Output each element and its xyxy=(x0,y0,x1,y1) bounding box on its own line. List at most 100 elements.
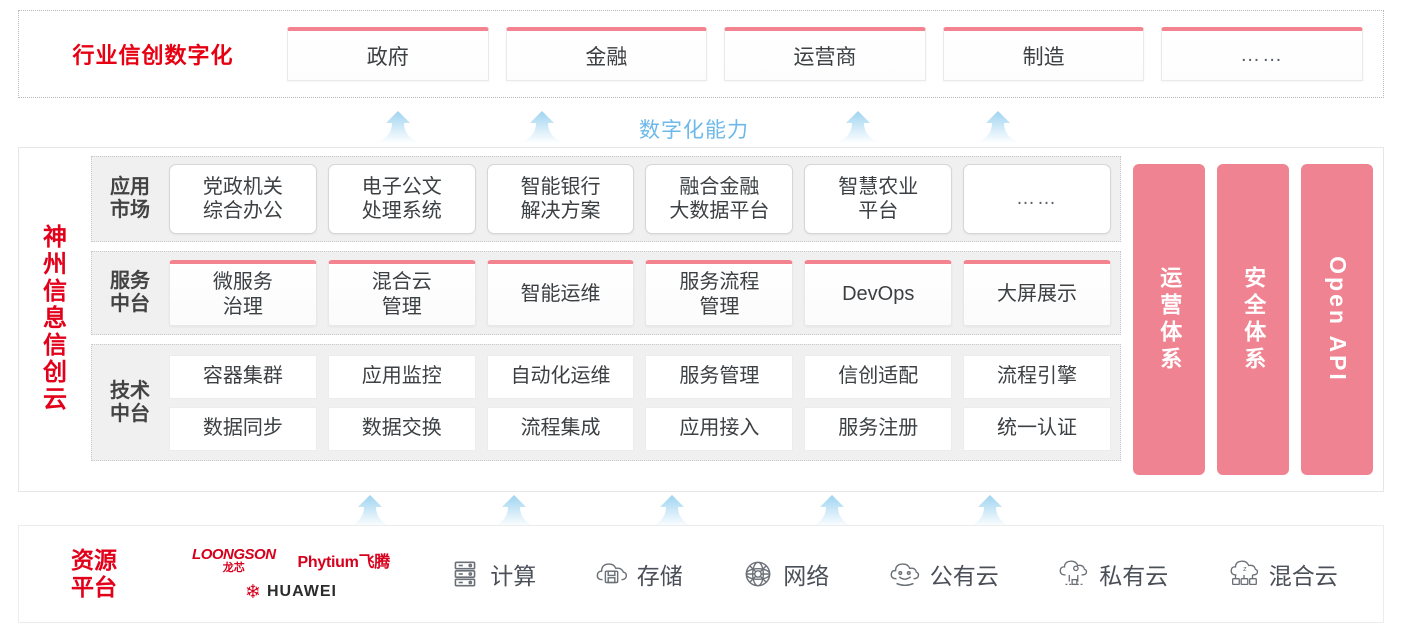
svc-cell-devops[interactable]: DevOps xyxy=(804,260,953,326)
resource-item-hybrid-cloud[interactable]: z 混合云 xyxy=(1227,557,1338,591)
resource-item-network[interactable]: 网络 xyxy=(741,557,829,591)
network-icon xyxy=(741,557,775,591)
resource-arrow-2 xyxy=(492,494,536,528)
loongson-logo: LOONGSON 龙芯 xyxy=(192,547,276,574)
resource-item-storage-label: 存储 xyxy=(636,563,683,589)
tech-cell-container-cluster[interactable]: 容器集群 xyxy=(169,354,317,399)
app-cell-more[interactable]: …… xyxy=(963,164,1111,234)
tech-cell-automated-operations[interactable]: 自动化运维 xyxy=(486,354,635,399)
phytium-logo: Phytium飞腾 xyxy=(297,554,391,571)
tier-label-line-1: 技术 xyxy=(110,379,150,402)
private-cloud-icon xyxy=(1057,557,1091,591)
app-cell-finance-bigdata-platform[interactable]: 融合金融 大数据平台 xyxy=(645,164,794,234)
cloud-main-area: 应用 市场 党政机关 综合办公 电子公文 处理系统 智能银行 解决方案 融合金融… xyxy=(91,148,1383,491)
huawei-flower-icon: ❄ xyxy=(245,581,261,603)
application-market-cells: 党政机关 综合办公 电子公文 处理系统 智能银行 解决方案 融合金融 大数据平台… xyxy=(169,164,1111,234)
tech-cell-data-synchronization[interactable]: 数据同步 xyxy=(169,406,317,451)
industry-card-more[interactable]: …… xyxy=(1161,27,1363,81)
resource-platform-container: 资源 平台 LOONGSON 龙芯 Phytium飞腾 ❄ HUAWEI xyxy=(18,525,1384,623)
huawei-logo: ❄ HUAWEI xyxy=(245,583,337,602)
resource-arrow-1 xyxy=(348,494,392,528)
tier-service-platform: 服务 中台 微服务 治理 混合云 管理 智能运维 服务流程 管理 DevOps … xyxy=(91,251,1121,335)
service-platform-cells: 微服务 治理 混合云 管理 智能运维 服务流程 管理 DevOps 大屏展示 xyxy=(169,260,1111,326)
vendor-logo-row-1: LOONGSON 龙芯 Phytium飞腾 xyxy=(192,547,390,574)
resource-arrow-5 xyxy=(968,494,1012,528)
tech-cell-data-exchange[interactable]: 数据交换 xyxy=(327,406,476,451)
public-cloud-icon xyxy=(888,557,922,591)
cloud-platform-title: 神 州 信 息 信 创 云 xyxy=(19,148,91,491)
cloud-title-char-1: 神 xyxy=(43,224,67,252)
cloud-title-char-6: 创 xyxy=(43,358,67,386)
huawei-logo-text: HUAWEI xyxy=(266,583,337,600)
capability-arrow-2 xyxy=(520,110,564,144)
industry-card-operator[interactable]: 运营商 xyxy=(724,27,926,81)
cloud-storage-icon xyxy=(595,557,629,591)
capability-arrow-4 xyxy=(976,110,1020,144)
tier-label-line-1: 服务 xyxy=(110,270,150,292)
industry-card-government[interactable]: 政府 xyxy=(287,27,489,81)
pillar-security-label: 安全体系 xyxy=(1241,265,1267,374)
svc-cell-service-process-management[interactable]: 服务流程 管理 xyxy=(645,260,794,326)
resource-title-line-2: 平台 xyxy=(71,574,117,600)
app-cell-electronic-document-system[interactable]: 电子公文 处理系统 xyxy=(327,164,476,234)
tech-cell-service-management[interactable]: 服务管理 xyxy=(645,354,794,399)
tier-label-line-2: 市场 xyxy=(110,199,150,221)
svc-cell-large-screen-display[interactable]: 大屏展示 xyxy=(963,260,1111,326)
resource-item-public-cloud[interactable]: 公有云 xyxy=(888,557,999,591)
resource-title-line-1: 资源 xyxy=(71,547,117,574)
server-icon xyxy=(448,557,482,591)
cloud-platform-container: 神 州 信 息 信 创 云 应用 市场 党政机关 综合办公 电子公文 处理系统 xyxy=(18,147,1384,492)
tech-cell-xinchuang-adaptation[interactable]: 信创适配 xyxy=(804,354,953,399)
tech-cell-process-integration[interactable]: 流程集成 xyxy=(486,406,635,451)
app-cell-smart-bank-solution[interactable]: 智能银行 解决方案 xyxy=(486,164,635,234)
tech-cell-process-engine[interactable]: 流程引擎 xyxy=(963,354,1111,399)
hybrid-cloud-icon: z xyxy=(1227,557,1261,591)
tech-cell-unified-authentication[interactable]: 统一认证 xyxy=(963,406,1111,451)
app-cell-smart-agriculture-platform[interactable]: 智慧农业 平台 xyxy=(804,164,953,234)
resource-item-private-cloud[interactable]: 私有云 xyxy=(1057,557,1168,591)
resource-item-public-cloud-label: 公有云 xyxy=(929,563,999,589)
resource-item-compute-label: 计算 xyxy=(490,563,537,589)
app-cell-party-government-office[interactable]: 党政机关 综合办公 xyxy=(169,164,317,234)
resource-arrow-3 xyxy=(650,494,694,528)
pillar-open-api-label: Open API xyxy=(1324,256,1351,383)
tier-technical-platform: 技术 中台 容器集群 应用监控 自动化运维 服务管理 信创适配 流程引擎 xyxy=(91,344,1121,461)
industry-card-finance[interactable]: 金融 xyxy=(505,27,708,81)
svc-cell-hybrid-cloud-management[interactable]: 混合云 管理 xyxy=(327,260,476,326)
tech-cell-application-access[interactable]: 应用接入 xyxy=(645,406,794,451)
pillar-open-api[interactable]: Open API xyxy=(1301,164,1373,475)
resource-item-hybrid-cloud-label: 混合云 xyxy=(1268,563,1338,589)
cloud-title-char-3: 信 xyxy=(43,278,67,306)
resource-item-list: 计算 存储 xyxy=(419,557,1383,591)
svc-cell-intelligent-operations[interactable]: 智能运维 xyxy=(486,260,635,326)
tier-label-line-2: 中台 xyxy=(110,402,150,425)
svc-cell-microservice-governance[interactable]: 微服务 治理 xyxy=(169,260,317,326)
tier-label-technical-platform: 技术 中台 xyxy=(101,380,159,426)
cloud-title-char-7: 云 xyxy=(43,385,67,413)
resource-item-compute[interactable]: 计算 xyxy=(448,557,536,591)
cloud-title-char-5: 信 xyxy=(43,331,67,359)
tier-label-service-platform: 服务 中台 xyxy=(101,270,159,316)
tier-label-line-2: 中台 xyxy=(110,293,150,315)
technical-platform-cells: 容器集群 应用监控 自动化运维 服务管理 信创适配 流程引擎 数据同步 数据交换… xyxy=(169,354,1111,451)
tech-cell-application-monitoring[interactable]: 应用监控 xyxy=(327,354,476,399)
tech-cell-service-registration[interactable]: 服务注册 xyxy=(804,406,953,451)
resource-item-private-cloud-label: 私有云 xyxy=(1099,563,1169,589)
capability-label: 数字化能力 xyxy=(639,119,749,142)
pillar-security-system[interactable]: 安全体系 xyxy=(1217,164,1289,475)
svg-text:z: z xyxy=(1243,564,1247,573)
resource-arrow-4 xyxy=(810,494,854,528)
pillar-operations-system[interactable]: 运营体系 xyxy=(1133,164,1205,475)
resource-item-network-label: 网络 xyxy=(783,563,830,589)
tier-label-line-1: 应用 xyxy=(110,176,150,198)
cloud-pillar-list: 运营体系 安全体系 Open API xyxy=(1131,156,1373,483)
industry-card-manufacturing[interactable]: 制造 xyxy=(942,27,1145,81)
capability-arrow-3 xyxy=(836,110,880,144)
tier-application-market: 应用 市场 党政机关 综合办公 电子公文 处理系统 智能银行 解决方案 融合金融… xyxy=(91,156,1121,242)
cloud-tier-list: 应用 市场 党政机关 综合办公 电子公文 处理系统 智能银行 解决方案 融合金融… xyxy=(91,156,1121,483)
tier-label-application-market: 应用 市场 xyxy=(101,176,159,222)
resource-item-storage[interactable]: 存储 xyxy=(595,557,683,591)
technical-platform-row-1: 容器集群 应用监控 自动化运维 服务管理 信创适配 流程引擎 xyxy=(169,354,1111,399)
capability-arrow-1 xyxy=(376,110,420,144)
